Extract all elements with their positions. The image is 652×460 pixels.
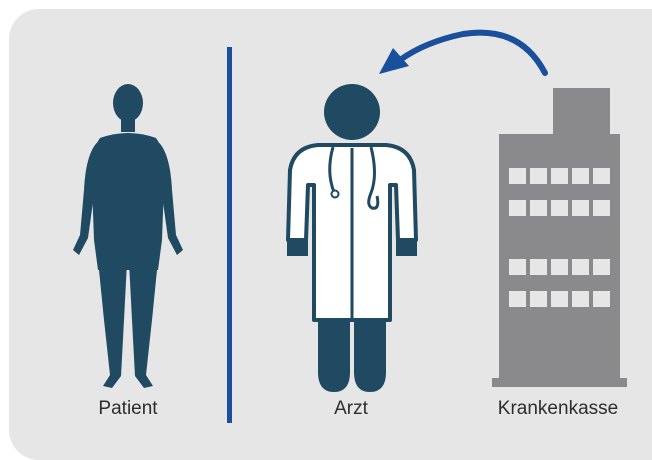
curved-arrow-icon [379,29,548,76]
building-icon [492,88,627,387]
label-doctor: Arzt [334,398,368,419]
doctor-icon [286,84,418,392]
divider-line [227,47,232,423]
label-patient: Patient [98,398,158,419]
patient-silhouette-icon [73,84,183,388]
label-insurance: Krankenkasse [497,398,619,419]
